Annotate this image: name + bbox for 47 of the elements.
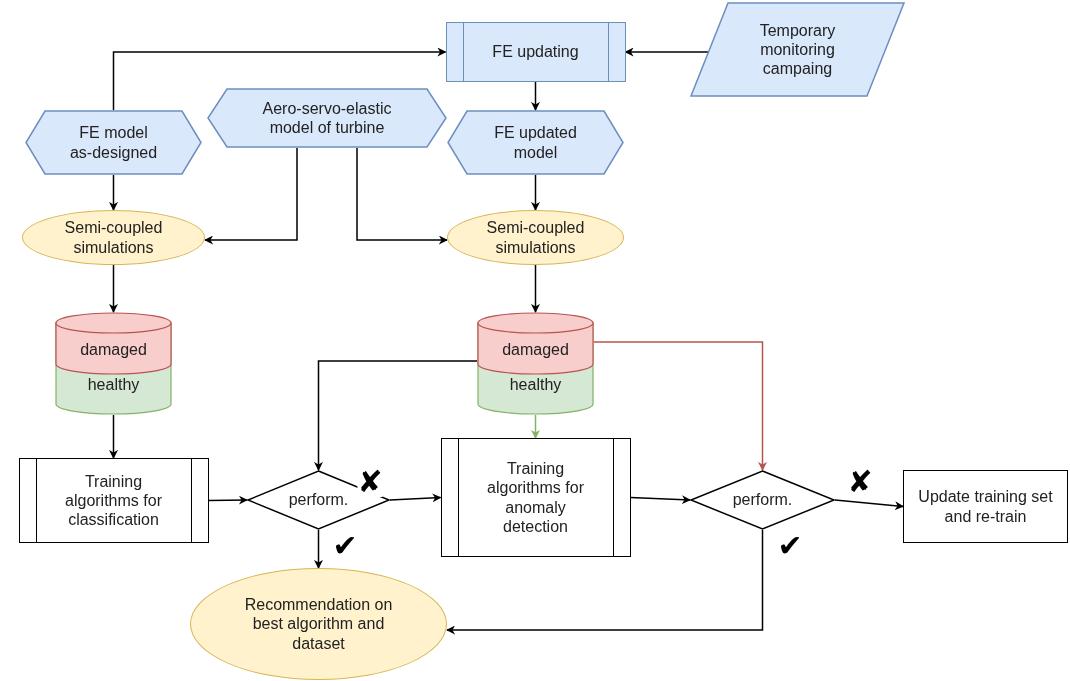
node-text: Recommendation on best algorithm and dataset [243, 595, 394, 653]
arrow [109, 414, 118, 459]
arrow [389, 493, 442, 503]
node-text: Training algorithms for classification [64, 471, 163, 530]
arrow [629, 495, 691, 505]
preparation-hexagon [25, 110, 202, 175]
arrow [446, 529, 764, 635]
process-box [440, 438, 631, 557]
node-text: Semi-coupled simulations [485, 218, 586, 257]
node-text: FE model as-designed [69, 123, 158, 162]
node-text: Update training set and re-train [917, 487, 1054, 526]
node-text: Training algorithms for anomaly detection [486, 459, 585, 536]
preparation-hexagon [207, 88, 447, 148]
decision-diamond [690, 470, 835, 530]
arrow [109, 264, 118, 313]
arrow [207, 495, 248, 505]
node-text: perform. [732, 490, 793, 510]
arrow [314, 529, 323, 569]
node-text: FE updating [492, 42, 579, 62]
edge-label: ✘ [357, 467, 383, 497]
arrow [531, 81, 540, 111]
node-text: perform. [288, 490, 349, 510]
node-text: Aero-servo-elastic model of turbine [261, 98, 393, 138]
process-box [18, 458, 209, 543]
process-box [903, 470, 1068, 543]
node-text: Semi-coupled simulations [63, 218, 164, 257]
node-text: damaged [79, 340, 148, 360]
decision-diamond [247, 470, 390, 530]
process-box [445, 22, 626, 82]
arrow [204, 147, 298, 245]
arrow [834, 499, 904, 511]
node-text: healthy [508, 375, 563, 395]
arrow [356, 147, 448, 245]
node-text: FE updated model [493, 123, 578, 162]
arrow [624, 47, 709, 57]
arrow [109, 174, 118, 211]
arrow [593, 341, 767, 471]
arrow [112, 47, 447, 111]
arrow [531, 264, 540, 313]
arrow [314, 360, 478, 471]
arrow [531, 414, 540, 439]
input-parallelogram [690, 2, 905, 97]
preparation-hexagon [447, 110, 624, 175]
node-text: healthy [86, 375, 141, 395]
node-text: damaged [501, 340, 570, 360]
node-text: Temporary monitoring campaing [758, 20, 837, 79]
arrow [531, 174, 540, 211]
